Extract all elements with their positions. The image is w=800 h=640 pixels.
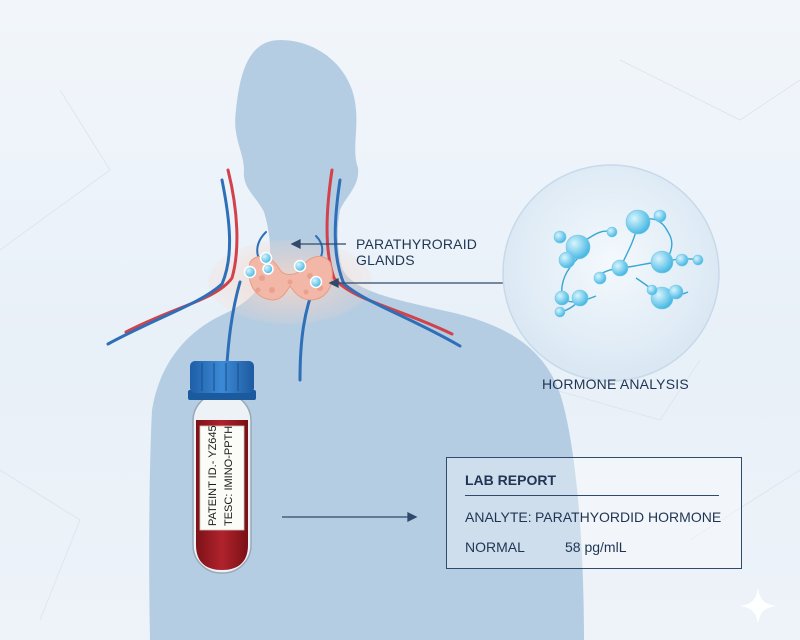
right-vein bbox=[333, 178, 462, 348]
analyte-value: PARATHYORDID HORMONE bbox=[535, 509, 722, 525]
thyroid-gland bbox=[243, 251, 333, 301]
human-silhouette bbox=[149, 40, 584, 640]
glands-label-line2: GLANDS bbox=[356, 252, 415, 268]
blood-vessels bbox=[106, 168, 462, 382]
callout-arrows bbox=[282, 238, 504, 523]
lab-report-card: LAB REPORT ANALYTE: PARATHYORDID HORMONE… bbox=[446, 457, 742, 569]
tube-label-line1: PATEINT ID.- YZ645 bbox=[207, 425, 219, 526]
blood-sample-tube: PATEINT ID.- YZ645 TESC: IMINO-PPTH bbox=[188, 361, 256, 574]
tube-cap bbox=[190, 361, 254, 393]
lab-report-title: LAB REPORT bbox=[465, 472, 556, 488]
normal-label: NORMAL bbox=[465, 539, 525, 555]
hormone-analysis-label: HORMONE ANALYSIS bbox=[542, 376, 689, 392]
molecule-atoms bbox=[553, 209, 704, 318]
analyte-label: ANALYTE: bbox=[465, 509, 532, 525]
sparkle-icon bbox=[740, 588, 776, 624]
tube-label-line2: TESC: IMINO-PPTH bbox=[223, 426, 235, 526]
glands-label-line1: PARATHYRORAID bbox=[356, 236, 478, 252]
hormone-magnifier bbox=[502, 164, 720, 382]
background-network bbox=[0, 59, 800, 621]
parathyroid-nodules bbox=[243, 251, 323, 289]
left-artery bbox=[124, 168, 239, 334]
right-artery bbox=[325, 168, 454, 336]
normal-value: 58 pg/mlL bbox=[565, 539, 627, 555]
glands-label: PARATHYRORAID GLANDS bbox=[356, 236, 477, 268]
tube-label bbox=[199, 425, 245, 531]
left-vein bbox=[106, 178, 232, 346]
lab-report-divider bbox=[465, 495, 719, 496]
